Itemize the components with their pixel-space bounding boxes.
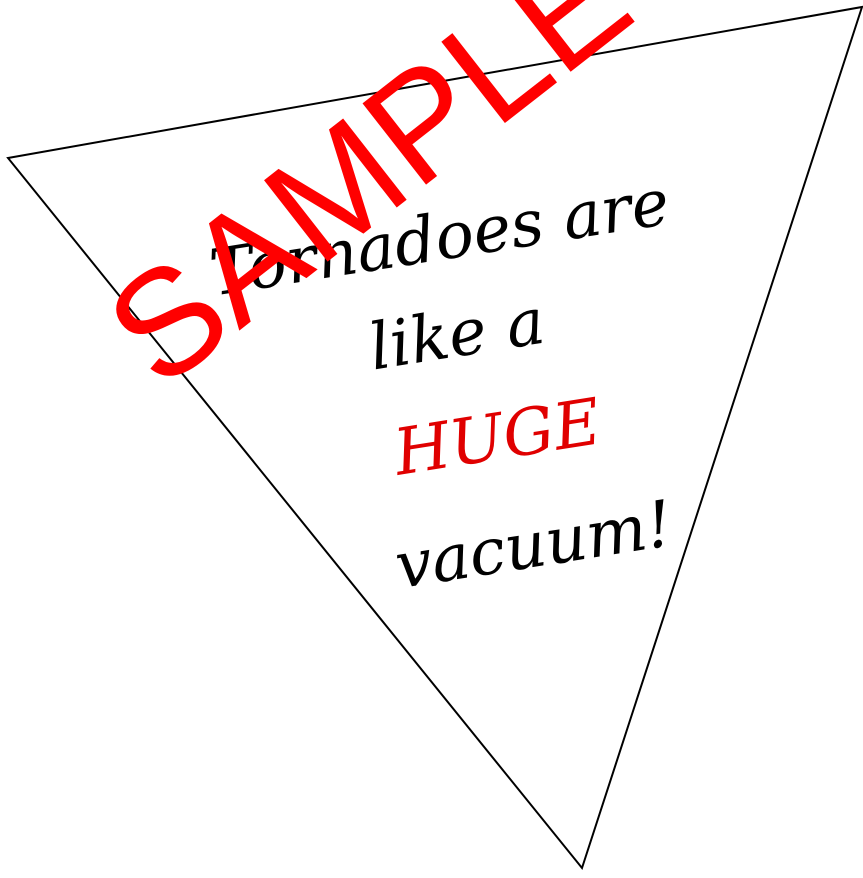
triangle-outline	[6, 5, 863, 871]
